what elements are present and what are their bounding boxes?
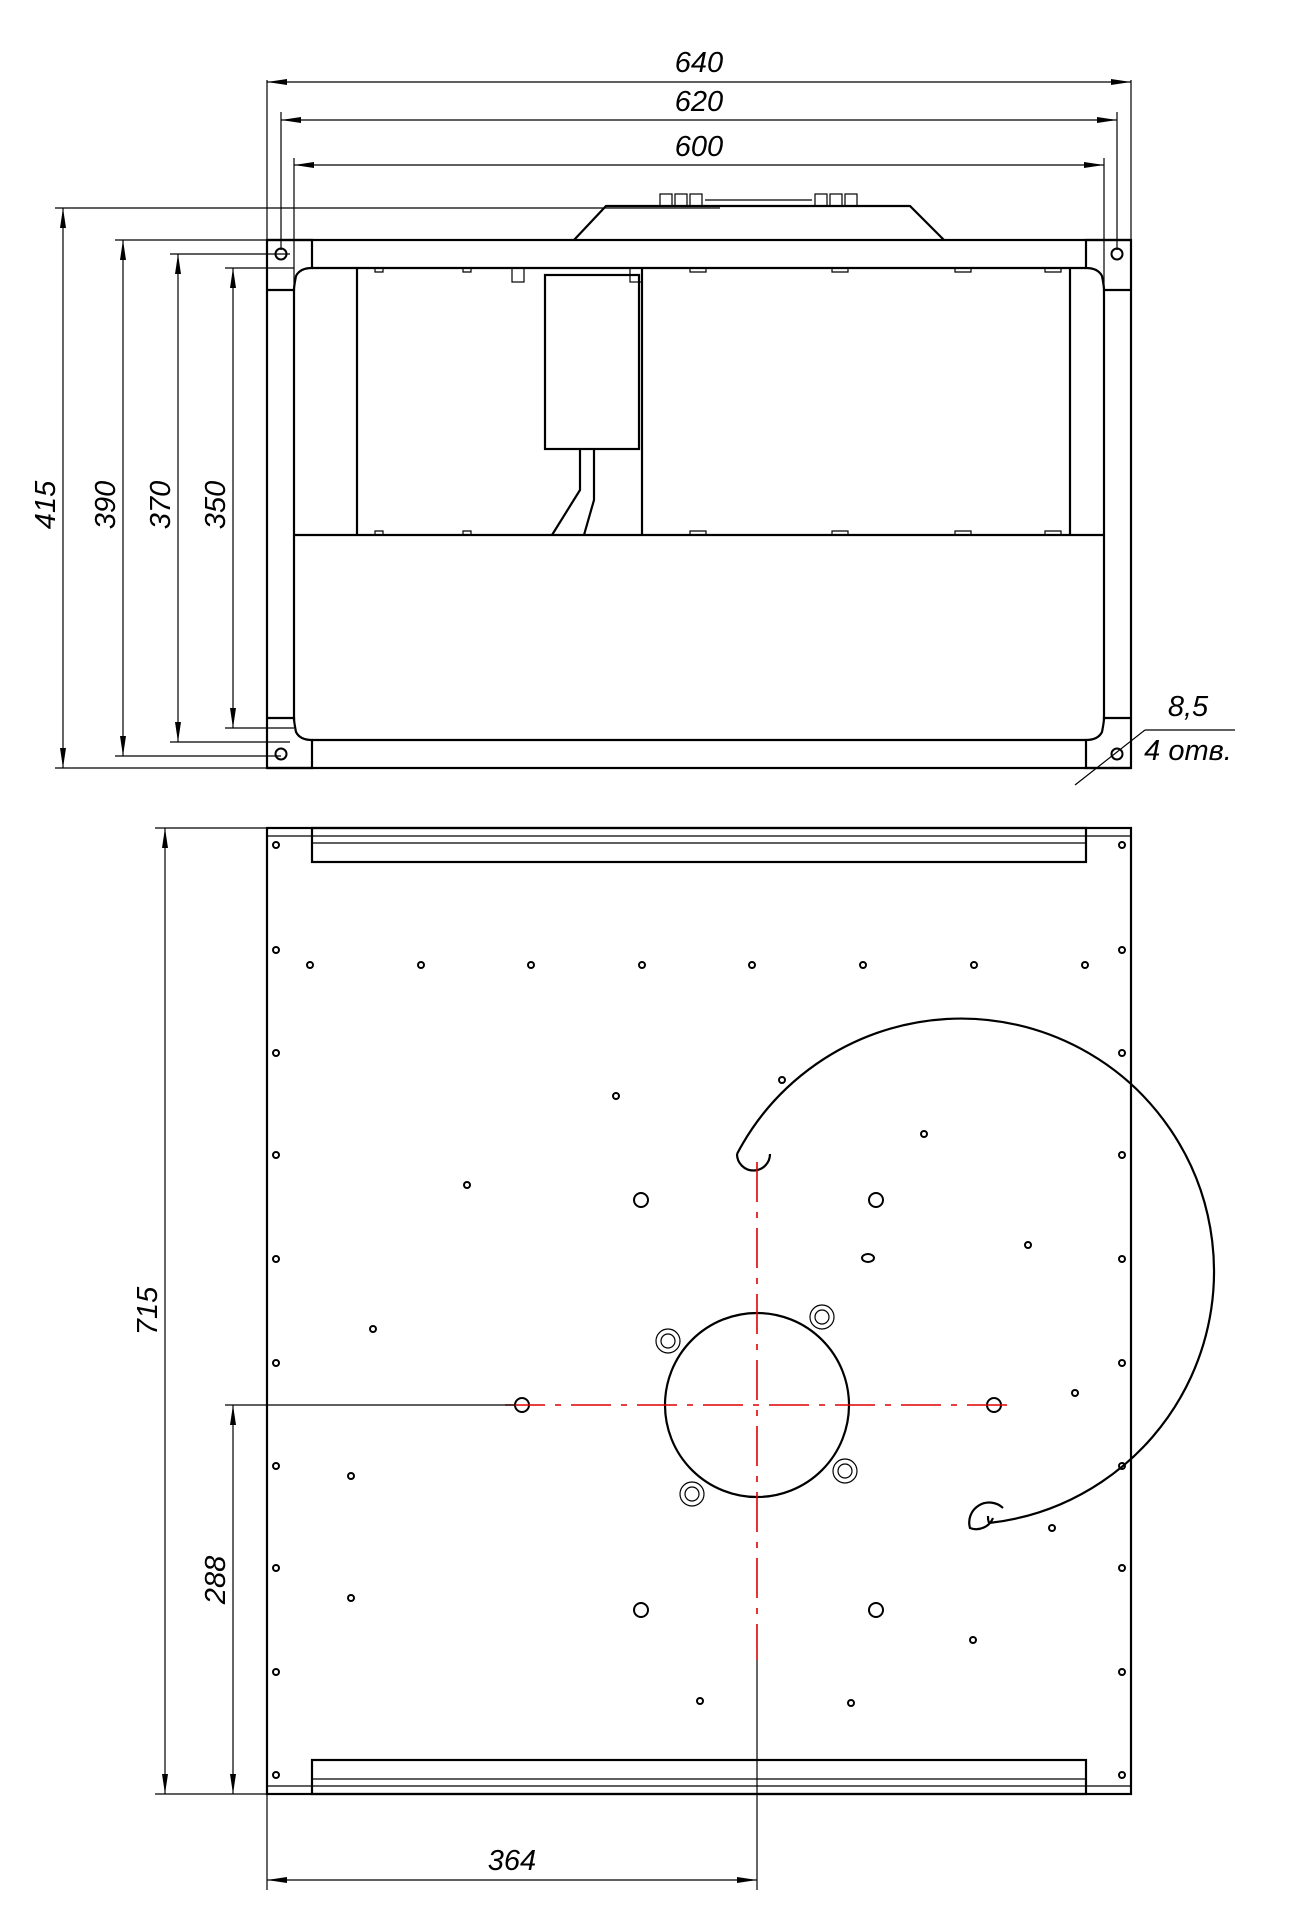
plan-view: 715 288 364 — [132, 826, 1216, 1890]
dim-390-label: 390 — [90, 481, 122, 529]
dim-364-label: 364 — [488, 1845, 536, 1877]
dim-620-label: 620 — [675, 86, 723, 118]
dim-640-label: 640 — [675, 47, 723, 79]
dimension-640: 640 — [266, 47, 1132, 250]
corner-bracket-bl — [267, 716, 314, 770]
flange-strip-bottom — [310, 1758, 1088, 1796]
dimension-350: 350 — [200, 267, 294, 729]
motor-cap — [573, 204, 945, 241]
hub-bolts — [655, 1304, 858, 1507]
edge-rivets — [272, 841, 1126, 1779]
flange-strip-top — [310, 826, 1088, 864]
dim-370-label: 370 — [145, 481, 177, 529]
housing-outline — [265, 238, 1133, 770]
scattered-rivets — [347, 1076, 1079, 1707]
dim-715-label: 715 — [132, 1286, 164, 1335]
dimension-715: 715 — [132, 827, 267, 1795]
dim-415-label: 415 — [30, 480, 62, 529]
hole-diameter-label: 8,5 — [1168, 691, 1209, 723]
corner-bracket-br — [1084, 716, 1131, 770]
dimension-370: 370 — [145, 253, 290, 743]
terminal-box — [543, 273, 641, 451]
front-view: 640 620 600 415 390 — [30, 47, 1235, 786]
mounting-hole-bl — [274, 747, 288, 761]
dimension-288: 288 — [200, 1404, 515, 1794]
top-rivet-row — [306, 961, 1089, 969]
hole-count-label: 4 отв. — [1144, 735, 1232, 767]
dimension-364: 364 — [266, 1660, 758, 1890]
inlet-ring-main — [736, 1017, 1216, 1525]
cap-bolts — [659, 193, 858, 207]
rail-clips — [374, 268, 1062, 535]
base-plate — [265, 826, 1133, 1796]
dimension-600: 600 — [293, 131, 1105, 290]
corner-bracket-tl — [267, 238, 314, 292]
mounting-hole-tr — [1110, 247, 1124, 261]
dim-350-label: 350 — [200, 481, 232, 529]
dimension-415: 415 — [30, 207, 720, 769]
dimension-620: 620 — [280, 86, 1118, 250]
hole-callout: 8,5 4 отв. — [1074, 691, 1235, 786]
mounting-hole-br — [1110, 747, 1124, 761]
dim-288-label: 288 — [200, 1556, 232, 1605]
mounting-hole-tl — [274, 247, 288, 261]
dimension-390: 390 — [90, 239, 281, 757]
corner-bracket-tr — [1084, 238, 1131, 292]
dim-600-label: 600 — [675, 131, 723, 163]
